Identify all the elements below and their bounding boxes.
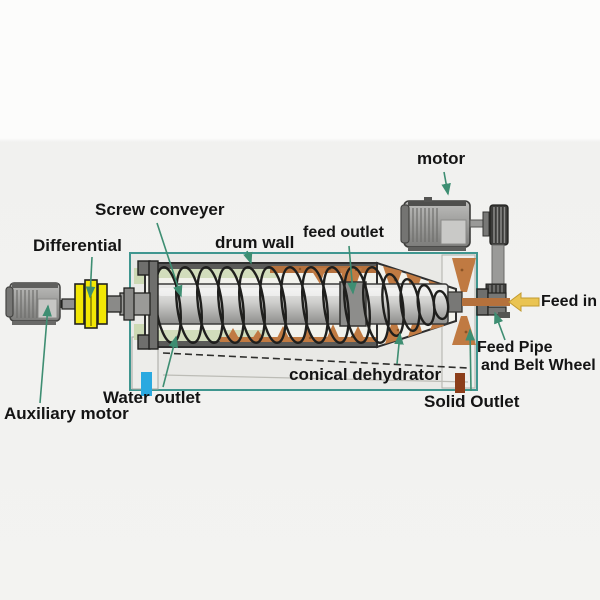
label-screw-conveyor: Screw conveyer (95, 200, 225, 219)
label-motor: motor (417, 149, 466, 168)
arrow-conical-dehydrator (394, 332, 404, 365)
label-auxiliary-motor: Auxiliary motor (4, 404, 129, 423)
liquid-corner-bottom (134, 324, 144, 340)
aux-motor-feet (12, 321, 56, 325)
liquid-layer-bottom (150, 330, 268, 341)
arrow-solid-outlet (465, 328, 475, 392)
label-feed-in: Feed in (541, 293, 598, 310)
feed-in-arrow (508, 292, 540, 312)
solid-outlet-pipe (455, 373, 465, 393)
label-feed-outlet: feed outlet (303, 224, 384, 241)
arrow-feed-outlet (347, 245, 357, 295)
drum-end-bearing (106, 260, 159, 350)
arrow-screw-conveyor (156, 222, 183, 298)
motor-terminal (424, 197, 432, 202)
annotation-arrows (39, 171, 506, 404)
pulley-ribs (493, 207, 506, 243)
label-feed-pipe-line2: and Belt Wheel (481, 357, 596, 374)
motor-panel (440, 219, 467, 245)
feed-pipe-nut (498, 312, 510, 318)
frame-floor-edge (162, 374, 469, 383)
main-motor (400, 197, 509, 296)
arrow-drum-wall (243, 250, 253, 265)
label-feed-pipe-line1: Feed Pipe (477, 339, 553, 356)
drive-belt (491, 244, 505, 286)
motor-feet (408, 247, 466, 251)
water-outlet-pipe (141, 372, 152, 396)
arrow-auxiliary-motor (39, 304, 52, 404)
differential-coupling (57, 279, 108, 329)
motor-fins (412, 208, 438, 242)
label-solid-outlet: Solid Outlet (424, 392, 520, 411)
label-drum-wall: drum wall (215, 233, 295, 252)
shaft-disc (482, 211, 490, 237)
label-conical-dehydrator: conical dehydrator (289, 365, 442, 384)
shaft-end-stub (447, 291, 463, 313)
arrow-motor (441, 171, 451, 196)
belt-pulley (489, 204, 509, 246)
differential-shaft (61, 298, 76, 310)
drum-bottom-rim (146, 341, 376, 346)
arrow-water-outlet (162, 335, 179, 388)
arrow-feed-pipe (494, 311, 506, 341)
auxiliary-motor (5, 282, 61, 325)
arrow-differential (85, 256, 96, 299)
label-water-outlet: Water outlet (103, 388, 201, 407)
aux-motor-fins (16, 290, 38, 318)
liquid-corner-top (134, 268, 144, 284)
label-differential: Differential (33, 236, 122, 255)
frame-dashed-floor (162, 352, 469, 369)
screw-conveyor (154, 266, 463, 344)
drum-top-rim (146, 264, 376, 269)
feed-material (462, 298, 510, 306)
